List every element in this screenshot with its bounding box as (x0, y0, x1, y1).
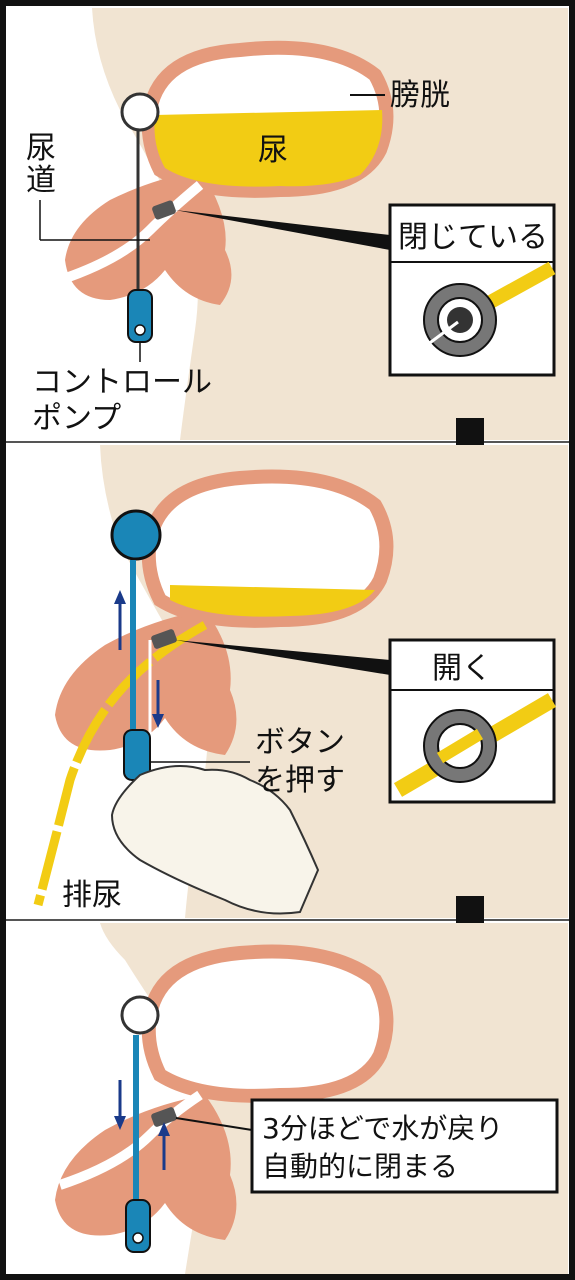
urethra-label-2: 道 (26, 163, 56, 198)
bladder-label: 膀胱 (390, 78, 450, 113)
callout-label-closed: 閉じている (398, 220, 548, 255)
button-label-1: ボタン (255, 725, 345, 760)
pump-label-2: ポンプ (32, 401, 121, 436)
urination-label: 排尿 (62, 878, 122, 913)
pump-label-1: コントロール (32, 365, 212, 400)
callout-label-3-line2: 自動的に閉まる (262, 1150, 458, 1183)
button-label-2: を押す (255, 763, 345, 798)
callout-label-3-line1: 3分ほどで水が戻り (262, 1112, 503, 1145)
reservoir-3 (122, 997, 158, 1033)
pump-button (135, 325, 145, 335)
reservoir-2 (112, 511, 160, 559)
urethra-label-1: 尿 (26, 131, 56, 166)
urine-label: 尿 (258, 133, 288, 168)
pump-button-3 (133, 1233, 143, 1243)
callout-label-open: 開く (432, 651, 492, 686)
reservoir (122, 94, 158, 130)
bladder-3 (149, 952, 387, 1096)
panel-1: 膀胱 尿 尿 道 コントロール ポンプ 閉じている (26, 8, 568, 440)
control-pump-3 (126, 1200, 150, 1252)
